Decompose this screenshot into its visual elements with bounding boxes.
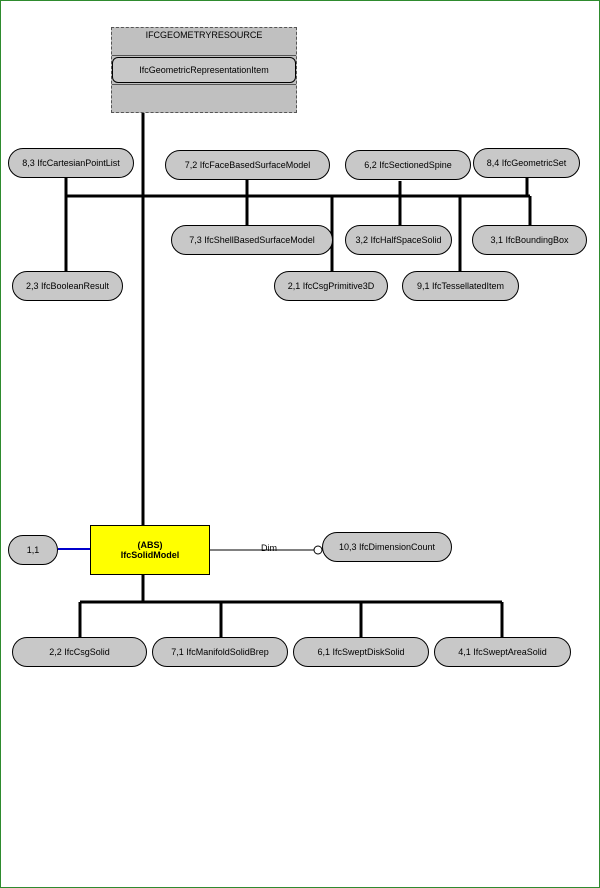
sibling-node[interactable]: 7,2 IfcFaceBasedSurfaceModel (165, 150, 330, 180)
sibling-node[interactable]: 3,1 IfcBoundingBox (472, 225, 587, 255)
subtype-node[interactable]: 2,2 IfcCsgSolid (12, 637, 147, 667)
sibling-node[interactable]: 2,1 IfcCsgPrimitive3D (274, 271, 388, 301)
sibling-node[interactable]: 3,2 IfcHalfSpaceSolid (345, 225, 452, 255)
geometric-representation-item-node[interactable]: IfcGeometricRepresentationItem (112, 57, 296, 83)
sibling-node[interactable]: 8,3 IfcCartesianPointList (8, 148, 134, 178)
subtype-node[interactable]: 4,1 IfcSweptAreaSolid (434, 637, 571, 667)
resource-title: IFCGEOMETRYRESOURCE (145, 30, 263, 40)
main-entity-name: IfcSolidModel (120, 550, 180, 560)
sibling-node[interactable]: 6,2 IfcSectionedSpine (345, 150, 471, 180)
subtype-node[interactable]: 6,1 IfcSweptDiskSolid (293, 637, 429, 667)
subtype-node[interactable]: 7,1 IfcManifoldSolidBrep (152, 637, 288, 667)
sibling-node[interactable]: 2,3 IfcBooleanResult (12, 271, 123, 301)
dimension-count-node[interactable]: 10,3 IfcDimensionCount (322, 532, 452, 562)
sibling-node[interactable]: 7,3 IfcShellBasedSurfaceModel (171, 225, 333, 255)
geometry-resource-box: IFCGEOMETRYRESOURCE IfcGeometricRepresen… (111, 27, 297, 113)
resource-item-row: IfcGeometricRepresentationItem (112, 55, 296, 85)
ref-node[interactable]: 1,1 (8, 535, 58, 565)
sibling-node[interactable]: 8,4 IfcGeometricSet (473, 148, 580, 178)
abstract-tag: (ABS) (137, 540, 163, 550)
dim-relation-label: Dim (261, 543, 277, 553)
main-entity-box[interactable]: (ABS) IfcSolidModel (90, 525, 210, 575)
sibling-node[interactable]: 9,1 IfcTessellatedItem (402, 271, 519, 301)
